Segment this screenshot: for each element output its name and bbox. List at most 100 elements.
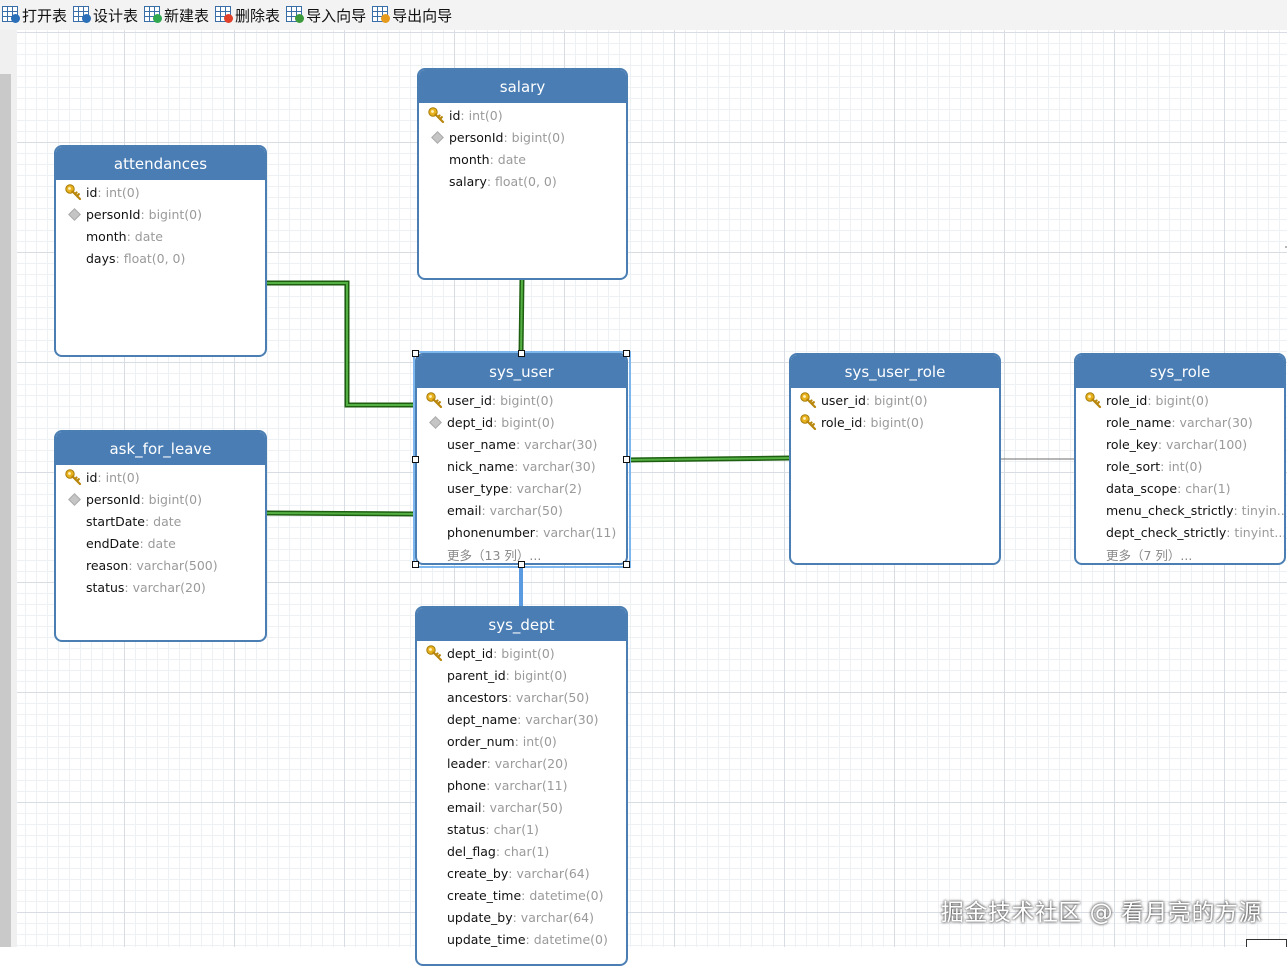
field-type: : bigint(0) bbox=[140, 206, 202, 222]
toolbar-label: 打开表 bbox=[22, 6, 68, 25]
field-row[interactable]: role_key: varchar(100) bbox=[1076, 433, 1284, 455]
field-row[interactable]: personId: bigint(0) bbox=[419, 126, 626, 148]
more-columns-link[interactable]: 更多（13 列）... bbox=[417, 543, 626, 563]
field-row[interactable]: reason: varchar(500) bbox=[56, 554, 265, 576]
design-table-button[interactable]: 设计表 bbox=[71, 2, 142, 28]
field-row[interactable]: email: varchar(50) bbox=[417, 499, 626, 521]
field-row[interactable]: user_id: bigint(0) bbox=[417, 389, 626, 411]
field-row[interactable]: personId: bigint(0) bbox=[56, 203, 265, 225]
field-row[interactable]: update_by: varchar(64) bbox=[417, 906, 626, 928]
field-row[interactable]: nick_name: varchar(30) bbox=[417, 455, 626, 477]
field-row[interactable]: role_id: bigint(0) bbox=[791, 411, 999, 433]
field-type: : bigint(0) bbox=[493, 414, 555, 430]
minimap-toggle[interactable] bbox=[1246, 939, 1287, 947]
field-name: role_name bbox=[1106, 414, 1172, 430]
import-wizard-button[interactable]: 导入向导 bbox=[284, 2, 370, 28]
table-title[interactable]: sys_user bbox=[417, 355, 626, 388]
field-row[interactable]: dept_check_strictly: tinyint... bbox=[1076, 521, 1284, 543]
resize-handle[interactable] bbox=[623, 350, 630, 357]
field-row[interactable]: startDate: date bbox=[56, 510, 265, 532]
relation-attendances-sys-user bbox=[266, 280, 417, 408]
resize-handle[interactable] bbox=[518, 561, 525, 568]
field-row[interactable]: create_time: datetime(0) bbox=[417, 884, 626, 906]
resize-handle[interactable] bbox=[412, 350, 419, 357]
table-title[interactable]: sys_dept bbox=[417, 608, 626, 641]
resize-handle[interactable] bbox=[412, 456, 419, 463]
field-row[interactable]: personId: bigint(0) bbox=[56, 488, 265, 510]
field-name: update_time bbox=[447, 931, 526, 947]
field-row[interactable]: id: int(0) bbox=[56, 466, 265, 488]
field-row[interactable]: ancestors: varchar(50) bbox=[417, 686, 626, 708]
table-title[interactable]: ask_for_leave bbox=[56, 432, 265, 465]
field-row[interactable]: menu_check_strictly: tinyin... bbox=[1076, 499, 1284, 521]
resize-handle[interactable] bbox=[518, 350, 525, 357]
field-type: : varchar(30) bbox=[514, 458, 596, 474]
field-icon-placeholder bbox=[56, 247, 86, 269]
field-row[interactable]: del_flag: char(1) bbox=[417, 840, 626, 862]
field-row[interactable]: id: int(0) bbox=[419, 104, 626, 126]
field-row[interactable]: role_sort: int(0) bbox=[1076, 455, 1284, 477]
field-type: : datetime(0) bbox=[521, 887, 604, 903]
table-title[interactable]: attendances bbox=[56, 147, 265, 180]
field-row[interactable]: month: date bbox=[56, 225, 265, 247]
field-row[interactable]: user_id: bigint(0) bbox=[791, 389, 999, 411]
field-row[interactable]: phone: varchar(11) bbox=[417, 774, 626, 796]
field-row[interactable]: user_name: varchar(30) bbox=[417, 433, 626, 455]
field-type: : date bbox=[126, 228, 163, 244]
field-row[interactable]: order_num: int(0) bbox=[417, 730, 626, 752]
field-row[interactable]: salary: float(0, 0) bbox=[419, 170, 626, 192]
field-type: : char(1) bbox=[485, 821, 539, 837]
more-columns-link[interactable]: 更多（7 列）... bbox=[1076, 543, 1284, 563]
field-name: endDate bbox=[86, 535, 140, 551]
field-row[interactable]: dept_id: bigint(0) bbox=[417, 411, 626, 433]
field-row[interactable]: email: varchar(50) bbox=[417, 796, 626, 818]
field-row[interactable]: update_time: datetime(0) bbox=[417, 928, 626, 950]
field-type: : varchar(100) bbox=[1157, 436, 1248, 452]
field-row[interactable]: days: float(0, 0) bbox=[56, 247, 265, 269]
field-row[interactable]: status: varchar(20) bbox=[56, 576, 265, 598]
field-row[interactable]: parent_id: bigint(0) bbox=[417, 664, 626, 686]
more-columns-label: 更多（7 列）... bbox=[1106, 547, 1193, 563]
toolbar-label: 设计表 bbox=[93, 6, 139, 25]
field-row[interactable]: user_type: varchar(2) bbox=[417, 477, 626, 499]
delete-table-button[interactable]: 删除表 bbox=[213, 2, 284, 28]
field-row[interactable]: dept_name: varchar(30) bbox=[417, 708, 626, 730]
resize-handle[interactable] bbox=[623, 561, 630, 568]
field-row[interactable]: status: char(1) bbox=[417, 818, 626, 840]
field-name: dept_id bbox=[447, 414, 494, 430]
new-table-button[interactable]: 新建表 bbox=[142, 2, 213, 28]
table-title[interactable]: sys_user_role bbox=[791, 355, 999, 388]
field-row[interactable]: id: int(0) bbox=[56, 181, 265, 203]
open-table-button[interactable]: 打开表 bbox=[0, 2, 71, 28]
field-type: : bigint(0) bbox=[505, 667, 568, 683]
field-name: email bbox=[447, 799, 482, 815]
field-icon-placeholder bbox=[417, 862, 447, 884]
field-row[interactable]: role_id: bigint(0) bbox=[1076, 389, 1284, 411]
resize-handle[interactable] bbox=[412, 561, 419, 568]
field-name: dept_id bbox=[447, 645, 494, 661]
field-row[interactable]: create_by: varchar(64) bbox=[417, 862, 626, 884]
field-name: status bbox=[86, 579, 125, 595]
field-name: data_scope bbox=[1106, 480, 1178, 496]
left-panel-scroll[interactable] bbox=[0, 74, 11, 947]
table-title[interactable]: salary bbox=[419, 70, 626, 103]
field-row[interactable]: phonenumber: varchar(11) bbox=[417, 521, 626, 543]
table-title[interactable]: sys_role bbox=[1076, 355, 1284, 388]
field-row[interactable]: data_scope: char(1) bbox=[1076, 477, 1284, 499]
field-row[interactable]: role_name: varchar(30) bbox=[1076, 411, 1284, 433]
resize-handle[interactable] bbox=[623, 456, 630, 463]
field-name: role_sort bbox=[1106, 458, 1161, 474]
field-icon-placeholder bbox=[419, 170, 449, 192]
field-row[interactable]: month: date bbox=[419, 148, 626, 170]
field-row[interactable]: dept_id: bigint(0) bbox=[417, 642, 626, 664]
field-row[interactable]: endDate: date bbox=[56, 532, 265, 554]
export-wizard-button[interactable]: 导出向导 bbox=[370, 2, 456, 28]
field-row[interactable]: leader: varchar(20) bbox=[417, 752, 626, 774]
